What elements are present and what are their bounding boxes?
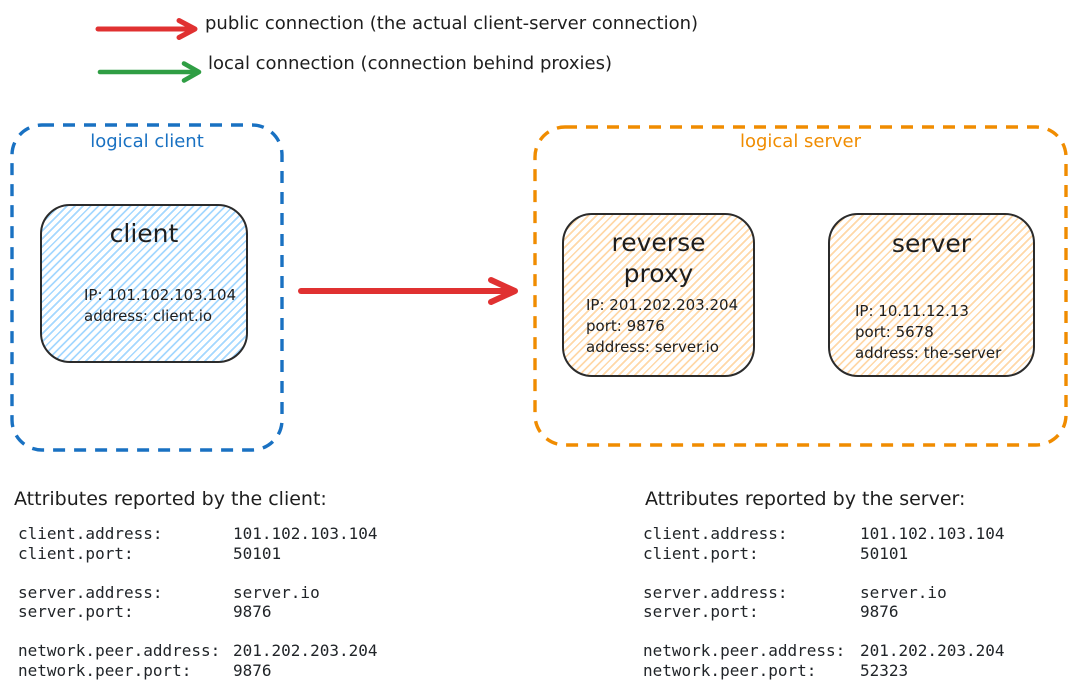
client-attr-group-network-peer: network.peer.address: 201.202.203.204 net…	[18, 641, 378, 680]
attr-key: server.address:	[643, 582, 788, 602]
server-node-details: IP: 10.11.12.13 port: 5678 address: the-…	[855, 301, 1001, 364]
attr-key: client.address:	[643, 524, 788, 543]
client-attr-group-server: server.address: server.io server.port: 987…	[18, 583, 378, 622]
server-address: address: the-server	[855, 344, 1002, 362]
attr-value: 50101	[860, 543, 909, 563]
client-node-title: client	[109, 219, 179, 248]
client-to-server-arrow	[298, 277, 518, 305]
public-connection-arrow-icon	[95, 18, 198, 40]
attr-key: client.port:	[18, 543, 134, 563]
attr-row: server.address: server.io	[643, 583, 1005, 603]
reverse-proxy-node-details: IP: 201.202.203.204 port: 9876 address: …	[586, 295, 738, 358]
reverse-proxy-node: reverse proxy IP: 201.202.203.204 port: …	[562, 213, 755, 377]
attr-value: 52323	[860, 660, 909, 680]
attr-row: network.peer.address: 201.202.203.204	[643, 641, 1005, 661]
logical-client-label: logical client	[90, 131, 204, 152]
reverse-proxy-address: address: server.io	[586, 338, 719, 356]
attr-key: server.address:	[18, 582, 163, 602]
client-node-details: IP: 101.102.103.104 address: client.io	[84, 285, 236, 327]
client-attributes-list: client.address: 101.102.103.104 client.po…	[18, 524, 378, 691]
reverse-proxy-port: port: 9876	[586, 317, 665, 335]
attr-row: client.port: 50101	[643, 544, 1005, 564]
attr-key: server.port:	[643, 602, 759, 621]
server-attributes-title: Attributes reported by the server:	[645, 488, 966, 510]
attr-value: 201.202.203.204	[233, 641, 378, 660]
legend-local-connection-label: local connection (connection behind prox…	[208, 53, 612, 74]
attr-value: 9876	[860, 602, 899, 621]
attr-row: client.address: 101.102.103.104	[643, 524, 1005, 544]
attr-row: server.address: server.io	[18, 583, 378, 603]
attr-key: network.peer.address:	[643, 641, 846, 660]
server-node-title: server	[891, 229, 972, 258]
client-attributes-title: Attributes reported by the client:	[14, 488, 327, 510]
reverse-proxy-node-title: reverse proxy	[611, 228, 706, 288]
attr-key: server.port:	[18, 602, 134, 621]
server-port: port: 5678	[855, 323, 934, 341]
attr-value: server.io	[860, 582, 947, 602]
reverse-proxy-ip: IP: 201.202.203.204	[586, 296, 739, 314]
local-connection-arrow-icon	[97, 61, 202, 83]
logical-client-boundary	[10, 123, 284, 452]
attr-value: 9876	[233, 602, 272, 621]
attr-value: 101.102.103.104	[860, 524, 1005, 543]
attr-value: 101.102.103.104	[233, 524, 378, 543]
attr-key: client.port:	[643, 543, 759, 563]
server-attr-group-client: client.address: 101.102.103.104 client.po…	[643, 524, 1005, 563]
client-ip: IP: 101.102.103.104	[84, 286, 237, 304]
server-attr-group-server: server.address: server.io server.port: 987…	[643, 583, 1005, 622]
client-address: address: client.io	[84, 307, 213, 325]
server-attributes-list: client.address: 101.102.103.104 client.po…	[643, 524, 1005, 691]
attr-row: client.address: 101.102.103.104	[18, 524, 378, 544]
logical-server-boundary	[533, 125, 1068, 447]
attr-row: server.port: 9876	[643, 602, 1005, 622]
attr-value: 50101	[233, 543, 282, 563]
attr-key: network.peer.address:	[18, 641, 221, 660]
attr-row: network.peer.port: 52323	[643, 661, 1005, 681]
server-node: server IP: 10.11.12.13 port: 5678 addres…	[828, 213, 1035, 377]
client-node: client IP: 101.102.103.104 address: clie…	[40, 204, 248, 363]
attr-row: server.port: 9876	[18, 602, 378, 622]
attr-value: server.io	[233, 582, 320, 602]
attr-key: network.peer.port:	[643, 660, 817, 680]
attr-row: client.port: 50101	[18, 544, 378, 564]
server-attr-group-network-peer: network.peer.address: 201.202.203.204 net…	[643, 641, 1005, 680]
client-attr-group-client: client.address: 101.102.103.104 client.po…	[18, 524, 378, 563]
logical-server-label: logical server	[739, 131, 862, 152]
attr-key: network.peer.port:	[18, 660, 192, 680]
server-ip: IP: 10.11.12.13	[855, 302, 969, 320]
attr-key: client.address:	[18, 524, 163, 543]
attr-row: network.peer.address: 201.202.203.204	[18, 641, 378, 661]
attr-value: 201.202.203.204	[860, 641, 1005, 660]
attr-row: network.peer.port: 9876	[18, 661, 378, 681]
attr-value: 9876	[233, 660, 272, 680]
legend-public-connection-label: public connection (the actual client-ser…	[205, 13, 699, 34]
